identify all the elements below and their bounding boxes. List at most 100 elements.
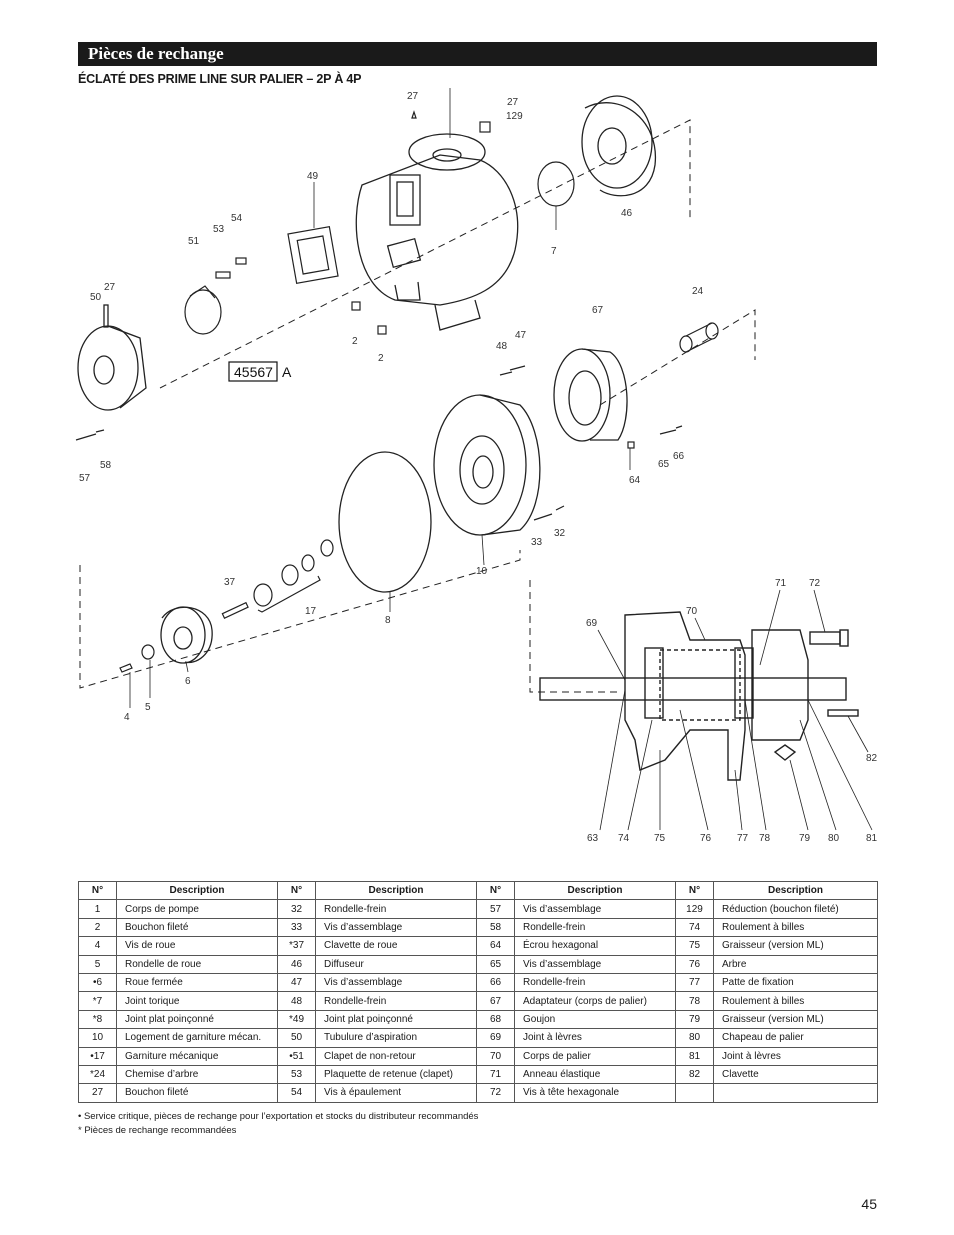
part-number-cell: •51 bbox=[277, 1046, 316, 1066]
callout-label: 53 bbox=[213, 224, 225, 235]
impeller-screw-4 bbox=[119, 663, 133, 673]
part-description-cell: Réduction (bouchon fileté) bbox=[713, 899, 878, 919]
callout-label: 24 bbox=[692, 286, 704, 297]
callout-label: 37 bbox=[224, 577, 236, 588]
part-number-cell: 70 bbox=[476, 1046, 515, 1066]
part-description-cell bbox=[713, 1083, 878, 1103]
exploded-view-diagram: 45567 A 27 27 129 49 46 7 54 53 51 50 27… bbox=[75, 88, 878, 844]
part-description-cell: Chapeau de palier bbox=[713, 1028, 878, 1048]
footnote-critical: • Service critique, pièces de rechange p… bbox=[78, 1111, 479, 1122]
part-number-cell: 71 bbox=[476, 1064, 515, 1085]
parts-table: N° Description N° Description N° Descrip… bbox=[78, 880, 878, 1103]
part-number-cell: *37 bbox=[277, 936, 316, 956]
callout-label: 49 bbox=[307, 171, 319, 182]
part-number-cell: 46 bbox=[277, 954, 316, 974]
gasket-8 bbox=[338, 451, 432, 593]
callout-label: 63 bbox=[587, 833, 599, 844]
part-description-cell: Roulement à billes bbox=[713, 991, 878, 1011]
callout-label: 48 bbox=[496, 341, 508, 352]
part-number-cell: *7 bbox=[78, 991, 117, 1011]
part-number-cell: 64 bbox=[476, 936, 515, 956]
mechanical-seal-17 bbox=[253, 539, 334, 613]
callout-label: 54 bbox=[231, 213, 243, 224]
part-description-cell: Goujon bbox=[514, 1009, 676, 1030]
part-description-cell: Vis de roue bbox=[116, 936, 278, 956]
leader-lines bbox=[129, 88, 873, 831]
part-description-cell: Clavette de roue bbox=[315, 936, 477, 956]
part-number-cell: 53 bbox=[277, 1064, 316, 1085]
part-number-cell: 10 bbox=[78, 1028, 117, 1048]
callout-label: 2 bbox=[378, 353, 384, 364]
part-description-cell: Rondelle-frein bbox=[315, 899, 477, 919]
part-number-cell: 78 bbox=[675, 991, 714, 1011]
table-header-row: N° Description N° Description N° Descrip… bbox=[78, 880, 878, 901]
part-description-cell: Bouchon fileté bbox=[116, 1083, 278, 1103]
column-header: N° bbox=[675, 880, 714, 901]
callout-label: 51 bbox=[188, 236, 200, 247]
part-number-cell: 80 bbox=[675, 1028, 714, 1048]
part-description-cell: Logement de garniture mécan. bbox=[116, 1028, 278, 1048]
section-header-bar: Pièces de rechange bbox=[78, 42, 877, 66]
column-header: Description bbox=[116, 880, 278, 901]
callout-label: 77 bbox=[737, 833, 749, 844]
column-header: N° bbox=[277, 880, 316, 901]
part-number-cell: 65 bbox=[476, 954, 515, 974]
part-description-cell: Vis d’assemblage bbox=[315, 972, 477, 993]
part-description-cell: Adaptateur (corps de palier) bbox=[514, 991, 676, 1011]
part-number-cell: 67 bbox=[476, 991, 515, 1011]
part-description-cell: Roue fermée bbox=[116, 972, 278, 993]
part-number-cell: 82 bbox=[675, 1064, 714, 1085]
suction-flange-50 bbox=[77, 304, 147, 411]
column-header: N° bbox=[476, 880, 515, 901]
washer-5 bbox=[141, 644, 155, 660]
callout-label: 75 bbox=[654, 833, 666, 844]
part-number-cell: 76 bbox=[675, 954, 714, 974]
callout-label: 129 bbox=[506, 111, 523, 122]
impeller-6 bbox=[160, 606, 213, 664]
part-description-cell: Plaquette de retenue (clapet) bbox=[315, 1064, 477, 1085]
part-description-cell: Écrou hexagonal bbox=[514, 936, 676, 956]
guide-lines bbox=[79, 119, 756, 693]
part-number-cell: 66 bbox=[476, 972, 515, 993]
footnote-recommended: * Pièces de rechange recommandées bbox=[78, 1125, 237, 1136]
part-description-cell: Clapet de non-retour bbox=[315, 1046, 477, 1066]
part-number-cell: 4 bbox=[78, 936, 117, 956]
drawing-id: 45567 bbox=[234, 364, 273, 380]
part-number-cell: 32 bbox=[277, 899, 316, 919]
column-header: Description bbox=[315, 880, 477, 901]
part-number-cell: 58 bbox=[476, 917, 515, 938]
part-description-cell: Vis d’assemblage bbox=[315, 917, 477, 938]
part-number-cell: 5 bbox=[78, 954, 117, 974]
part-description-cell: Tubulure d’aspiration bbox=[315, 1028, 477, 1048]
part-description-cell: Rondelle-frein bbox=[514, 917, 676, 938]
part-description-cell: Bouchon fileté bbox=[116, 917, 278, 938]
callout-labels: 27 27 129 49 46 7 54 53 51 50 27 2 2 24 … bbox=[79, 91, 878, 844]
callout-label: 27 bbox=[407, 91, 419, 102]
callout-label: 70 bbox=[686, 606, 698, 617]
part-number-cell: 81 bbox=[675, 1046, 714, 1066]
part-description-cell: Joint torique bbox=[116, 991, 278, 1011]
callout-label: 47 bbox=[515, 330, 527, 341]
part-number-cell: 129 bbox=[675, 899, 714, 919]
part-description-cell: Anneau élastique bbox=[514, 1064, 676, 1085]
diffuser-46 bbox=[581, 95, 656, 197]
part-number-cell: 33 bbox=[277, 917, 316, 938]
part-number-cell: 1 bbox=[78, 899, 117, 919]
part-description-cell: Rondelle de roue bbox=[116, 954, 278, 974]
part-description-cell: Corps de pompe bbox=[116, 899, 278, 919]
callout-label: 46 bbox=[621, 208, 633, 219]
part-number-cell: *8 bbox=[78, 1009, 117, 1030]
callout-label: 2 bbox=[352, 336, 358, 347]
callout-label: 5 bbox=[145, 702, 151, 713]
part-number-cell: 54 bbox=[277, 1083, 316, 1103]
callout-label: 57 bbox=[79, 473, 91, 484]
column-header: N° bbox=[78, 880, 117, 901]
gasket-49 bbox=[287, 226, 339, 284]
